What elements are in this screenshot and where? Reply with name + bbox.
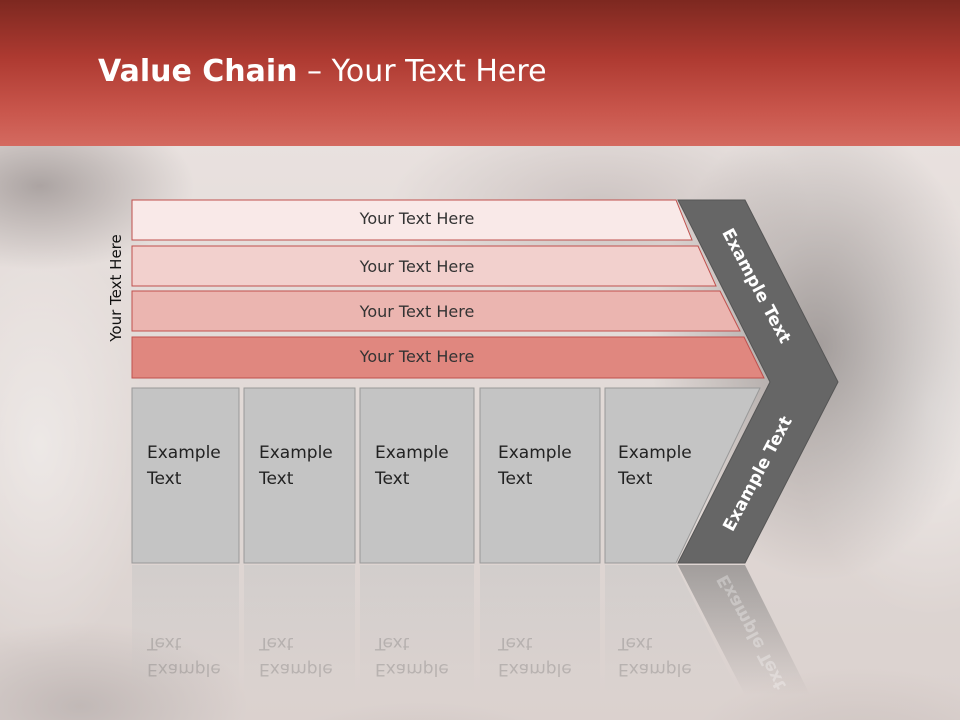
box-4-line1: Example [498,443,572,463]
box-2-line2: Text [259,469,294,489]
box-1-label-reflection: Example Text [147,630,221,682]
box-1-line2: Text [147,469,182,489]
box-1-line1: Example [147,443,221,463]
box-4-reflection [480,565,600,695]
band-3[interactable] [131,290,741,332]
box-3-reflect-line1: Example [375,659,449,679]
box-4-reflect-line1: Example [498,659,572,679]
box-2-label-reflection: Example Text [259,630,333,682]
box-2-reflect-line1: Example [259,659,333,679]
box-5-reflect-line1: Example [618,659,692,679]
box-4-line2: Text [498,469,533,489]
box-1-reflect-line2: Text [147,633,182,653]
band-4-label: Your Text Here [359,347,475,366]
title-bold: Value Chain [98,54,298,89]
band-3-label: Your Text Here [359,302,475,321]
box-1-reflect-line1: Example [147,659,221,679]
box-5-reflection [605,565,740,695]
title-bar [0,0,960,146]
box-3-reflect-line2: Text [375,633,410,653]
band-2[interactable] [131,245,717,287]
slide-title[interactable]: Value Chain – Your Text Here [98,54,547,89]
box-5[interactable] [604,387,761,564]
box-5-line2: Text [618,469,653,489]
box-3-line1: Example [375,443,449,463]
box-3-label-reflection: Example Text [375,630,449,682]
box-5-reflect-line2: Text [618,633,653,653]
box-3-reflection [360,565,474,695]
box-4-label-reflection: Example Text [498,630,572,682]
box-2-line1: Example [259,443,333,463]
chevron-reflection [678,565,810,695]
band-4[interactable] [131,336,765,379]
box-2[interactable] [243,387,356,564]
chevron-arrow[interactable] [677,199,839,564]
box-2-reflection [244,565,355,695]
box-5-line1: Example [618,443,692,463]
box-5-label-reflection: Example Text [618,630,692,682]
band-1-label: Your Text Here [359,209,475,228]
box-1[interactable] [131,387,240,564]
title-rest: – Your Text Here [297,54,547,89]
band-1[interactable] [131,199,693,241]
box-3-line2: Text [375,469,410,489]
box-2-reflect-line2: Text [259,633,294,653]
band-2-label: Your Text Here [359,257,475,276]
box-4-reflect-line2: Text [498,633,533,653]
box-1-reflection [132,565,239,695]
box-3[interactable] [359,387,475,564]
box-4[interactable] [479,387,601,564]
